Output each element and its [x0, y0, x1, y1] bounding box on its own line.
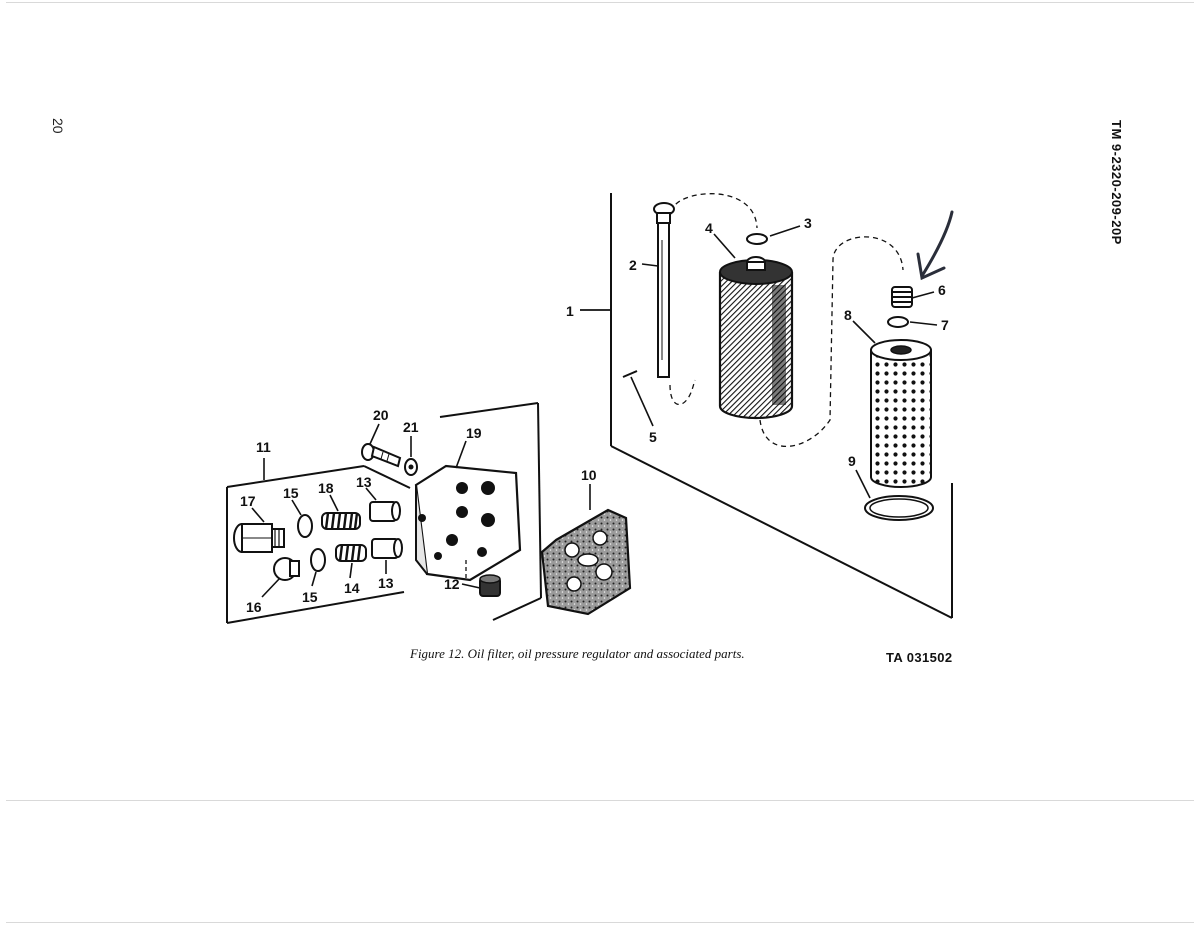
gasket-upper: [297, 514, 313, 538]
callout-15a: 15: [283, 485, 299, 501]
handwritten-arrow: [916, 210, 954, 281]
bottom-rule: [6, 922, 1194, 923]
callout-leader-13a: [365, 487, 377, 501]
regulator-body-panel: [439, 402, 542, 621]
callout-9: 9: [848, 453, 856, 469]
plug-hex: [233, 523, 285, 553]
filter-shell: [718, 256, 794, 420]
gasket-small: [746, 233, 768, 245]
plug-round: [273, 557, 300, 581]
callout-leader-4: [713, 233, 736, 259]
top-rule: [6, 2, 1194, 3]
valve-lower: [371, 538, 403, 559]
regulator-gasket: [540, 508, 632, 616]
callout-leader-3: [769, 225, 801, 237]
callout-13a: 13: [356, 474, 372, 490]
callout-20: 20: [373, 407, 389, 423]
callout-17: 17: [240, 493, 256, 509]
washer-filter: [887, 316, 909, 328]
valve-upper: [369, 501, 401, 522]
callout-5: 5: [649, 429, 657, 445]
ta-number: TA 031502: [886, 650, 953, 665]
regulator-panel: [226, 465, 411, 624]
regulator-body: [414, 464, 522, 582]
callout-6: 6: [938, 282, 946, 298]
callout-8: 8: [844, 307, 852, 323]
callout-18: 18: [318, 480, 334, 496]
callout-19: 19: [466, 425, 482, 441]
callout-14: 14: [344, 580, 360, 596]
callout-leader-15b: [311, 571, 317, 587]
spring-relief: [891, 286, 913, 308]
callout-leader-12: [461, 583, 481, 589]
callout-15b: 15: [302, 589, 318, 605]
center-bolt: [653, 202, 675, 378]
callout-11: 11: [256, 439, 271, 455]
gasket-large: [864, 495, 934, 521]
filter-panel: [610, 193, 953, 619]
callout-leader-5: [630, 376, 654, 427]
callout-leader-6: [911, 291, 935, 299]
callout-10: 10: [581, 467, 597, 483]
callout-leader-19: [455, 440, 467, 469]
gasket-lower: [310, 548, 326, 572]
callout-leader-8: [852, 320, 876, 344]
callout-leader-18: [329, 494, 339, 512]
callout-21: 21: [403, 419, 419, 435]
callout-16: 16: [246, 599, 262, 615]
callout-leader-14: [349, 562, 353, 579]
bolt: [361, 443, 402, 468]
callout-13b: 13: [378, 575, 394, 591]
callout-1: 1: [566, 303, 574, 319]
spring-upper: [321, 512, 361, 530]
pipe-plug: [479, 574, 501, 597]
lockwasher-hole: [408, 464, 414, 470]
callout-leader-20: [369, 423, 380, 445]
callout-leader-15a: [291, 499, 302, 516]
callout-7: 7: [941, 317, 949, 333]
spring-lower: [335, 544, 367, 562]
callout-leader-17: [251, 507, 265, 523]
callout-leader-16: [261, 577, 281, 598]
callout-4: 4: [705, 220, 713, 236]
filter-element: [870, 339, 932, 488]
alignment-dashes: [669, 193, 904, 447]
callout-leader-7: [909, 321, 938, 326]
callout-leader-9: [855, 469, 871, 499]
callout-12: 12: [444, 576, 460, 592]
figure-caption: Figure 12. Oil filter, oil pressure regu…: [410, 646, 745, 661]
retainer: [622, 370, 638, 378]
callout-3: 3: [804, 215, 812, 231]
callout-2: 2: [629, 257, 637, 273]
callout-leader-2: [641, 263, 659, 267]
lower-rule: [6, 800, 1194, 801]
